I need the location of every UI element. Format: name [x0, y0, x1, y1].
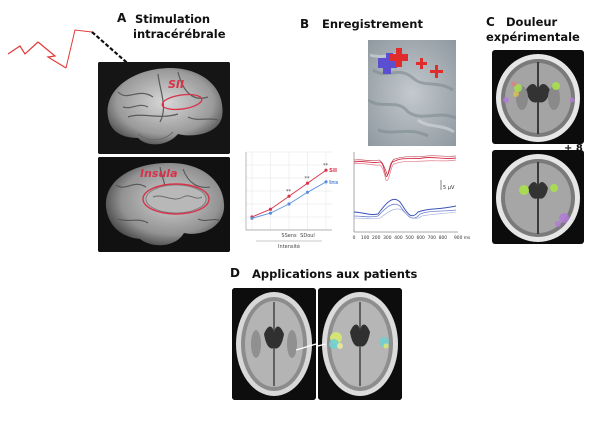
mri-slice-top — [492, 50, 584, 144]
series-label-0: SII — [329, 168, 337, 174]
brain-insula-photo: Insula — [98, 157, 230, 252]
panel-b: B Enregistrement SII Insula ** ** ** SSensSDo… — [236, 0, 472, 260]
patient-mri-left — [232, 288, 316, 400]
brain-lateral-photo: SII — [98, 62, 230, 154]
panel-b-letter: B — [300, 17, 310, 31]
x-tick-label-2: SSens — [281, 233, 297, 239]
series-point-0-3 — [305, 181, 310, 185]
panel-a: A Stimulation intracérébrale SII — [0, 0, 240, 260]
electrode-location-inset — [368, 40, 456, 146]
panel-a-title-1: Stimulation — [135, 12, 211, 26]
mri-slice-bottom — [492, 150, 584, 244]
panel-c-title-1: Douleur — [506, 15, 558, 29]
panel-c: C Douleur expérimentale + 8 — [480, 0, 600, 260]
panel-d-letter: D — [230, 266, 240, 280]
panel-c-letter: C — [486, 15, 495, 29]
series-point-1-2 — [287, 202, 291, 206]
series-label-1: Insula — [329, 180, 338, 186]
series-point-0-1 — [268, 207, 273, 211]
series-point-1-3 — [305, 190, 310, 194]
patient-mri-right — [318, 288, 402, 400]
panel-d-title: Applications aux patients — [252, 267, 418, 281]
panel-b-title: Enregistrement — [322, 17, 423, 31]
significance-mark-1: ** — [305, 176, 311, 182]
panel-d: D Applications aux patients — [220, 262, 420, 426]
series-point-0-4 — [324, 168, 328, 172]
erp-time-tick-1: 100 — [361, 235, 370, 241]
erp-time-tick-4: 400 — [394, 235, 403, 241]
label-sii: SII — [168, 78, 184, 91]
erp-time-tick-5: 500 — [405, 235, 414, 241]
erp-time-tick-6: 600 — [416, 235, 425, 241]
series-point-1-1 — [268, 211, 273, 215]
significance-mark-0: ** — [286, 189, 292, 195]
erp-time-tick-7: 700 — [428, 235, 437, 241]
panel-a-letter: A — [117, 11, 127, 25]
x-axis-label: Intensité — [278, 243, 300, 250]
significance-mark-2: ** — [323, 163, 329, 169]
series-point-1-4 — [324, 180, 328, 184]
erp-time-tick-9: 900 ms — [454, 235, 470, 241]
series-point-1-0 — [250, 216, 254, 220]
erp-time-tick-3: 300 — [383, 235, 392, 241]
erp-scale-label: 5 µV — [443, 185, 455, 191]
erp-time-tick-8: 800 — [439, 235, 448, 241]
slice-offset-label: + 8 — [564, 143, 583, 154]
label-insula: Insula — [140, 167, 178, 180]
panel-c-title-2: expérimentale — [486, 30, 580, 44]
erp-time-tick-0: 0 — [353, 235, 356, 241]
erp-time-tick-2: 200 — [372, 235, 381, 241]
panel-a-title-2: intracérébrale — [133, 27, 226, 41]
series-point-0-2 — [287, 194, 291, 198]
x-tick-label-3: SDoul — [300, 233, 315, 239]
